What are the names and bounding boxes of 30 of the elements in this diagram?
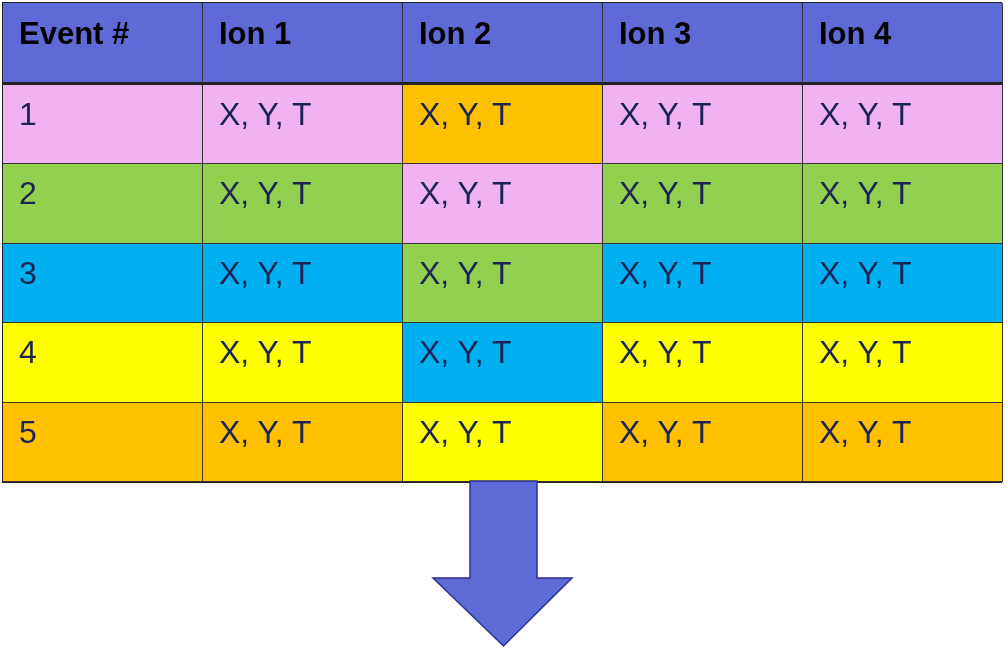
table-cell: X, Y, T <box>403 85 603 165</box>
table-cell: X, Y, T <box>403 164 603 244</box>
table-cell: X, Y, T <box>603 164 803 244</box>
table-cell: X, Y, T <box>403 402 603 482</box>
table-cell: X, Y, T <box>203 402 403 482</box>
table-cell: X, Y, T <box>803 164 1003 244</box>
column-header: Ion 1 <box>203 3 403 85</box>
table-cell: X, Y, T <box>603 85 803 165</box>
table-cell: 4 <box>3 323 203 403</box>
column-header: Ion 3 <box>603 3 803 85</box>
column-header: Event # <box>3 3 203 85</box>
table-cell: 5 <box>3 402 203 482</box>
table-cell: X, Y, T <box>803 323 1003 403</box>
table-cell: X, Y, T <box>203 85 403 165</box>
table-cell: X, Y, T <box>803 85 1003 165</box>
table-cell: X, Y, T <box>603 243 803 324</box>
column-header: Ion 4 <box>803 3 1003 85</box>
table-cell: 3 <box>3 243 203 324</box>
table-cell: X, Y, T <box>803 243 1003 324</box>
table-cell: X, Y, T <box>203 164 403 244</box>
table-cell: 2 <box>3 164 203 244</box>
table-cell: X, Y, T <box>803 402 1003 482</box>
table-cell: 1 <box>3 85 203 165</box>
table-cell: X, Y, T <box>603 402 803 482</box>
column-header: Ion 2 <box>403 3 603 85</box>
table-cell: X, Y, T <box>403 243 603 324</box>
table-cell: X, Y, T <box>203 243 403 324</box>
table-cell: X, Y, T <box>403 323 603 403</box>
table-cell: X, Y, T <box>203 323 403 403</box>
table-cell: X, Y, T <box>603 323 803 403</box>
